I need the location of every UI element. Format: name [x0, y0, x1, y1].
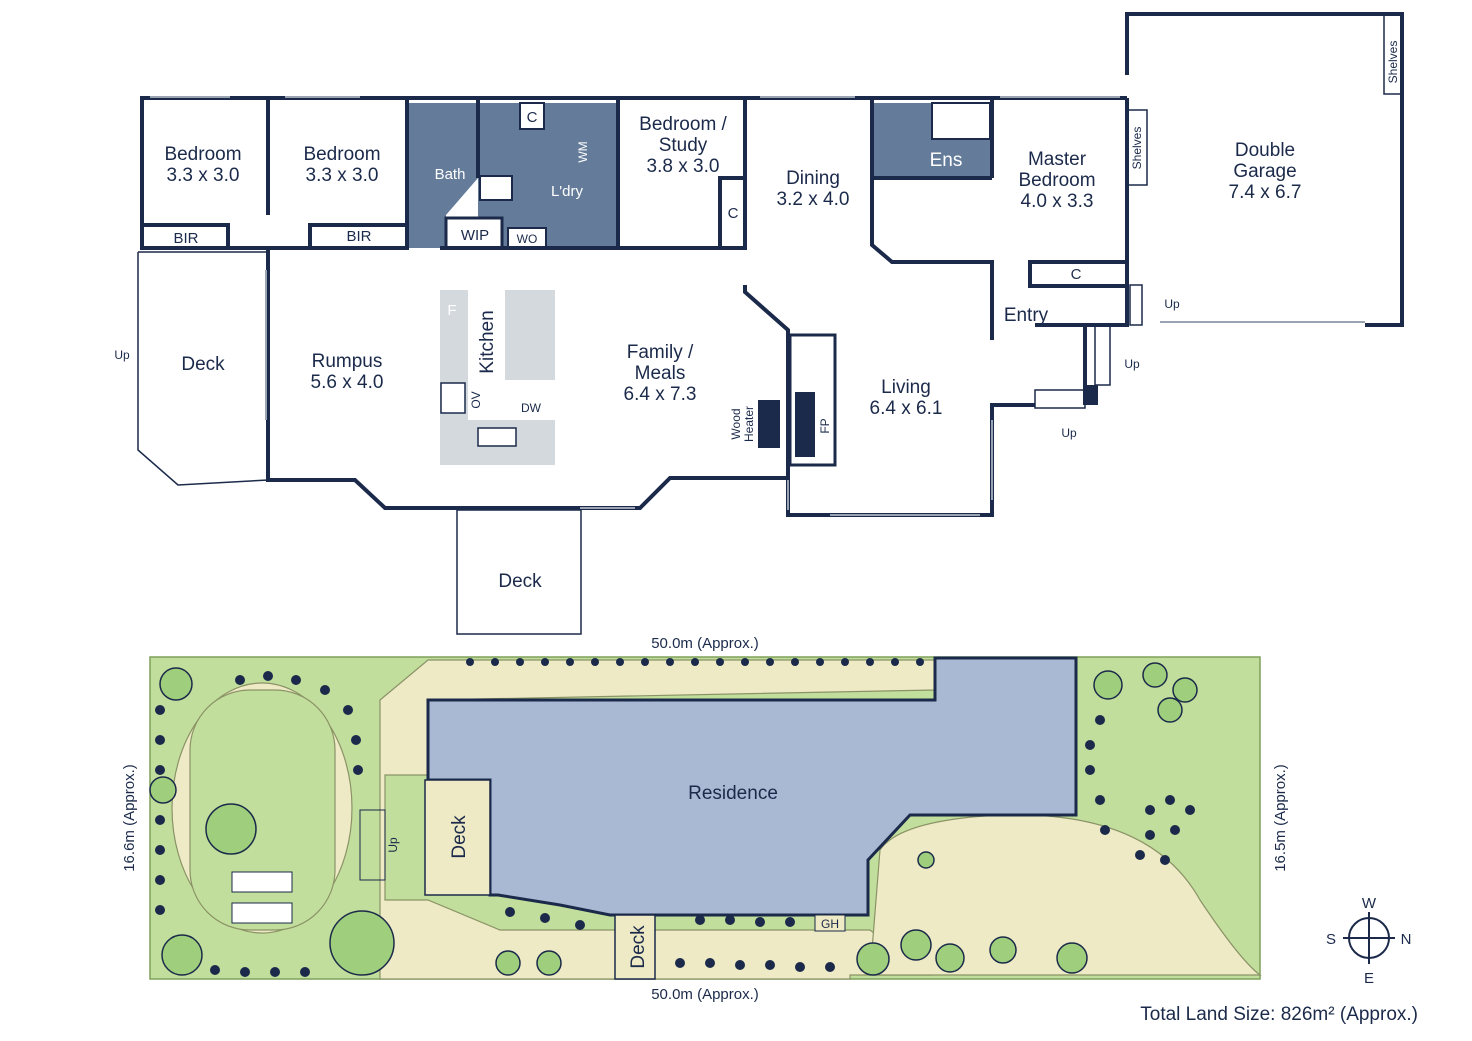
family-size: 6.4 x 7.3	[624, 384, 697, 405]
garage-name1: Double	[1235, 140, 1295, 161]
up-label-garage: Up	[1164, 297, 1180, 311]
green-house	[814, 914, 846, 932]
depth-right-label: 16.5m (Approx.)	[1272, 764, 1289, 872]
wm-label: WM	[576, 141, 590, 162]
master-name2: Bedroom	[1018, 170, 1095, 191]
laundry-label: L'dry	[551, 183, 584, 200]
garage-size: 7.4 x 6.7	[1229, 182, 1302, 203]
up-label-deck: Up	[114, 348, 130, 362]
deck-left-label: Deck	[181, 354, 225, 375]
up-label-entry1: Up	[1124, 357, 1140, 371]
floor-plan-labels: Bedroom 3.3 x 3.0 Bedroom 3.3 x 3.0 Bath…	[114, 13, 1403, 592]
shower-box	[931, 102, 991, 140]
sink	[477, 427, 517, 447]
site-deck1-label: Deck	[449, 815, 470, 859]
bath-label: Bath	[435, 166, 466, 183]
site-deck2	[614, 914, 656, 980]
shelves2-label: Shelves	[1130, 127, 1144, 170]
deck-bottom-label: Deck	[498, 571, 542, 592]
c2-label: C	[728, 205, 739, 222]
kitchen-island	[505, 290, 555, 380]
bedroom2-size: 3.3 x 3.0	[306, 165, 379, 186]
deck-bottom-outline	[456, 509, 582, 635]
site-deck2-label: Deck	[628, 925, 649, 969]
hedge-dots	[155, 658, 1195, 977]
fridge-label: F	[447, 302, 456, 319]
dining-name: Dining	[786, 168, 840, 189]
total-land-size: Total Land Size: 826m² (Approx.)	[1140, 1004, 1418, 1025]
up-label-entry2: Up	[1061, 426, 1077, 440]
compass-w: W	[1362, 895, 1377, 912]
bedroom1-name: Bedroom	[164, 144, 241, 165]
family-name2: Meals	[635, 363, 686, 384]
wip-label: WIP	[461, 227, 489, 244]
c3-label: C	[1071, 266, 1082, 283]
bedroom1-size: 3.3 x 3.0	[167, 165, 240, 186]
ensuite-label: Ens	[930, 150, 963, 171]
wo-label: WO	[517, 232, 538, 246]
driveway	[869, 814, 1262, 976]
site-plan-labels: 50.0m (Approx.) 50.0m (Approx.) 16.6m (A…	[121, 635, 1289, 1003]
c1-label: C	[527, 109, 538, 126]
bedroom2-name: Bedroom	[303, 144, 380, 165]
compass-n: N	[1401, 931, 1412, 948]
compass-s: S	[1326, 931, 1336, 948]
wood-heater	[758, 400, 780, 448]
width-bottom-label: 50.0m (Approx.)	[651, 986, 759, 1003]
shelves1-label: Shelves	[1386, 41, 1400, 84]
depth-left-label: 16.6m (Approx.)	[121, 764, 138, 872]
garage-name2: Garage	[1233, 161, 1296, 182]
compass: W E S N	[1326, 895, 1411, 987]
bedroom-study-name2: Study	[659, 135, 708, 156]
shower-tray	[479, 175, 513, 201]
bath-area	[407, 103, 478, 248]
compass-e: E	[1364, 970, 1374, 987]
cooktop	[440, 382, 466, 414]
wood-heater-label1: Wood	[729, 408, 743, 439]
site-plan	[149, 656, 1262, 980]
site-up-label: Up	[386, 837, 400, 853]
master-size: 4.0 x 3.3	[1021, 191, 1094, 212]
rumpus-size: 5.6 x 4.0	[311, 372, 384, 393]
living-size: 6.4 x 6.1	[870, 398, 943, 419]
bedroom-study-name1: Bedroom /	[639, 114, 727, 135]
site-trees	[149, 662, 1198, 976]
dining-size: 3.2 x 4.0	[777, 189, 850, 210]
oven-label: OV	[469, 391, 483, 408]
site-deck1	[424, 779, 491, 896]
bir2-label: BIR	[346, 228, 371, 245]
fireplace-label: FP	[818, 418, 832, 433]
master-name1: Master	[1028, 149, 1087, 170]
bedroom-study-size: 3.8 x 3.0	[647, 156, 720, 177]
rumpus-name: Rumpus	[312, 351, 383, 372]
gh-label: GH	[821, 917, 839, 931]
dishwasher-label: DW	[521, 401, 542, 415]
family-name1: Family /	[627, 342, 694, 363]
entry-label: Entry	[1004, 305, 1049, 326]
floor-plan	[137, 12, 1404, 635]
residence-label: Residence	[688, 783, 778, 804]
living-name: Living	[881, 377, 931, 398]
wood-heater-label2: Heater	[742, 406, 756, 442]
bir1-label: BIR	[173, 230, 198, 247]
kitchen-label: Kitchen	[477, 310, 498, 373]
width-top-label: 50.0m (Approx.)	[651, 635, 759, 652]
